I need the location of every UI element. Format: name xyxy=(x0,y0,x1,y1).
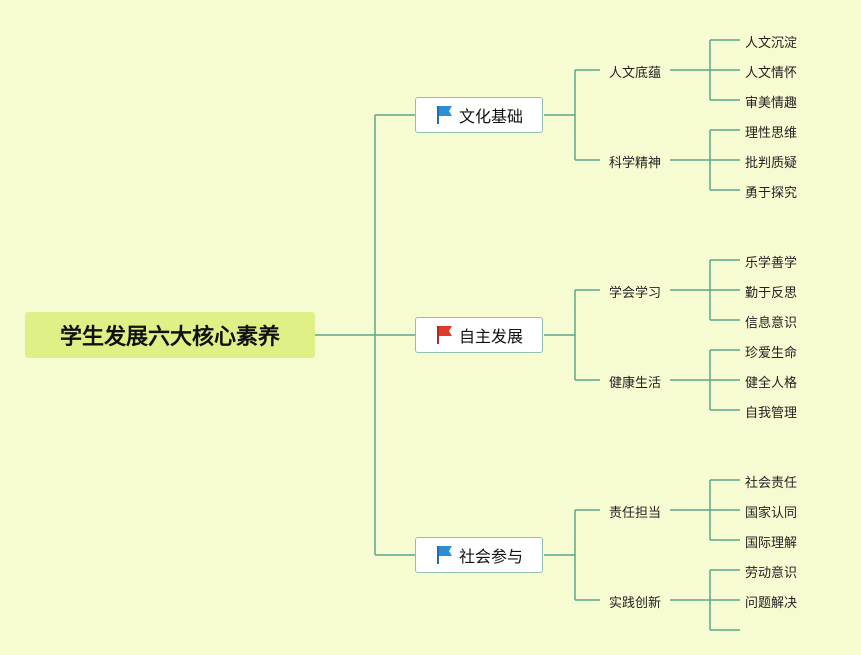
leaf-item[interactable]: 批判质疑 xyxy=(745,156,798,171)
topic-label: 自主发展 xyxy=(458,327,523,346)
leaf-item[interactable]: 勇于探究 xyxy=(745,186,798,201)
flag-icon xyxy=(436,106,452,124)
leaf-item[interactable]: 珍爱生命 xyxy=(745,346,798,361)
leaf-item[interactable]: 审美情趣 xyxy=(745,96,798,111)
leaf-item[interactable]: 问题解决 xyxy=(745,596,798,611)
topic-label: 社会参与 xyxy=(458,547,523,566)
leaf-item[interactable]: 国际理解 xyxy=(745,536,798,551)
subtopic-xuehui-xuexi[interactable]: 学会学习 xyxy=(609,286,662,301)
topic-shehui-canyu[interactable]: 社会参与 xyxy=(415,537,543,573)
flag-icon xyxy=(436,546,452,564)
leaf-item[interactable]: 自我管理 xyxy=(745,406,798,421)
root-topic[interactable]: 学生发展六大核心素养 xyxy=(25,312,315,358)
subtopic-shijian-chuangxin[interactable]: 实践创新 xyxy=(609,596,662,611)
flag-icon xyxy=(436,326,452,344)
topic-wenhua-jichu[interactable]: 文化基础 xyxy=(415,97,543,133)
leaf-item[interactable]: 信息意识 xyxy=(745,316,798,331)
leaf-item[interactable]: 理性思维 xyxy=(745,126,798,141)
topic-label: 文化基础 xyxy=(458,107,523,126)
leaf-item[interactable]: 劳动意识 xyxy=(745,566,798,581)
subtopic-renwen-diyun[interactable]: 人文底蕴 xyxy=(609,66,662,81)
root-topic-label: 学生发展六大核心素养 xyxy=(59,325,280,350)
subtopic-zeren-dandang[interactable]: 责任担当 xyxy=(609,506,662,521)
subtopic-kexue-jingshen[interactable]: 科学精神 xyxy=(609,156,662,171)
subtopic-jiankang-shenghuo[interactable]: 健康生活 xyxy=(609,376,662,391)
leaf-item[interactable]: 健全人格 xyxy=(745,376,798,391)
leaf-item[interactable]: 人文情怀 xyxy=(745,66,798,81)
leaf-item[interactable]: 人文沉淀 xyxy=(745,36,798,51)
leaf-item[interactable]: 乐学善学 xyxy=(745,256,798,271)
topic-zizhu-fazhan[interactable]: 自主发展 xyxy=(415,317,543,353)
leaf-item[interactable]: 社会责任 xyxy=(745,476,798,491)
leaf-item[interactable]: 勤于反思 xyxy=(745,286,798,301)
leaf-item[interactable]: 国家认同 xyxy=(745,506,798,521)
